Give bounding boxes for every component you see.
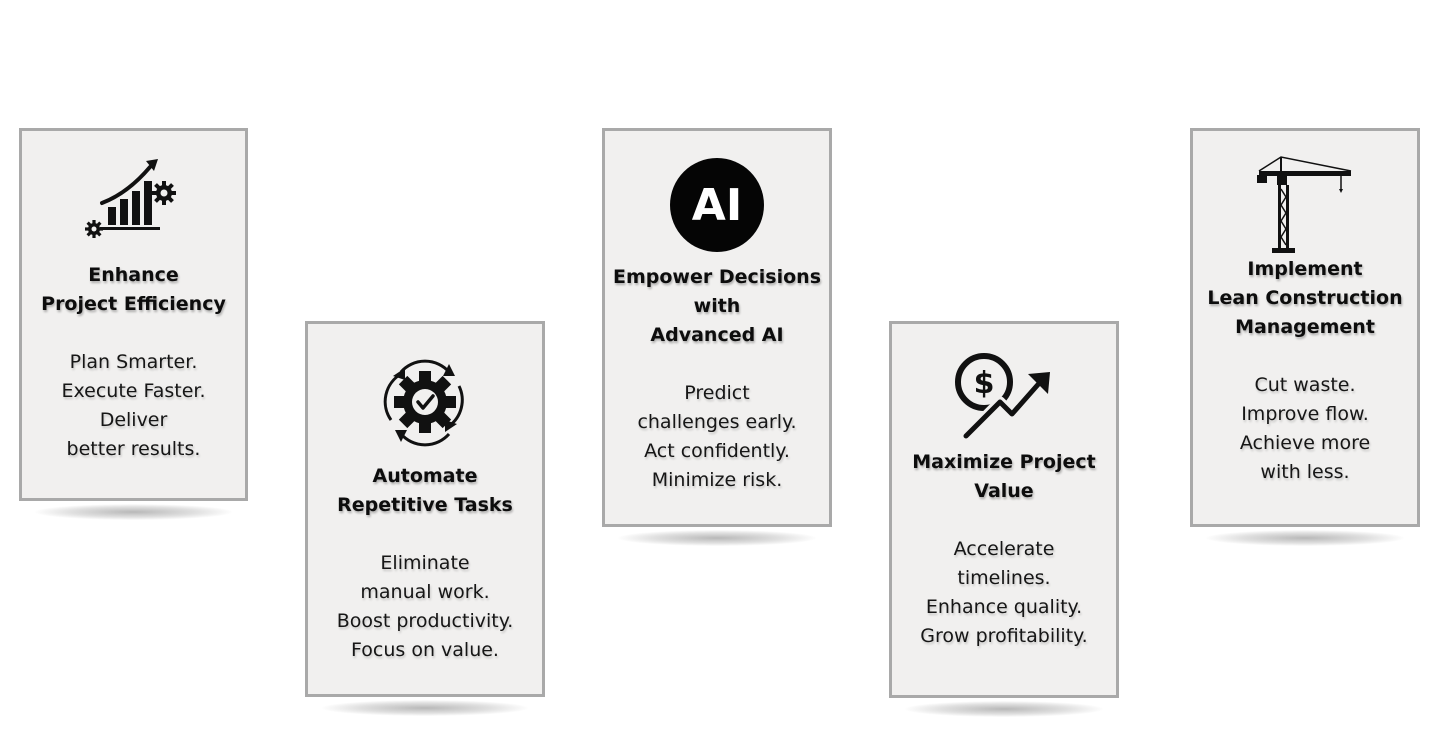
card-description: Cut waste. Improve flow. Achieve more wi… <box>1239 374 1371 483</box>
card-title: Implement Lean Construction Management <box>1207 258 1403 338</box>
card-title: Enhance Project Efficiency <box>41 264 226 315</box>
card-description: Eliminate manual work. Boost productivit… <box>336 552 514 661</box>
card-title: Automate Repetitive Tasks <box>337 465 513 516</box>
card-title: Maximize Project Value <box>912 451 1096 502</box>
card-enhance-project-efficiency: Enhance Project Efficiency Plan Smarter.… <box>19 128 248 520</box>
growth-chart-gears-icon <box>84 159 176 238</box>
card-empower-decisions-ai: AI Empower Decisions with Advanced AI Pr… <box>602 128 832 546</box>
svg-text:$: $ <box>974 366 995 401</box>
card-title: Empower Decisions with Advanced AI <box>613 266 821 346</box>
ai-badge-icon: AI <box>670 158 764 252</box>
automation-gear-check-icon <box>383 359 464 447</box>
tower-crane-icon <box>1257 156 1352 253</box>
card-description: Plan Smarter. Execute Faster. Deliver be… <box>61 351 206 460</box>
card-description: Accelerate timelines. Enhance quality. G… <box>920 538 1088 647</box>
svg-text:AI: AI <box>692 180 742 231</box>
card-description: Predict challenges early. Act confidentl… <box>637 382 797 491</box>
card-maximize-project-value: $ Maximize Project Value Accelerate time… <box>889 321 1119 717</box>
card-automate-repetitive-tasks: Automate Repetitive Tasks Eliminate manu… <box>305 321 545 716</box>
dollar-growth-arrow-icon: $ <box>955 353 1050 440</box>
card-lean-construction-management: Implement Lean Construction Management C… <box>1190 128 1420 546</box>
